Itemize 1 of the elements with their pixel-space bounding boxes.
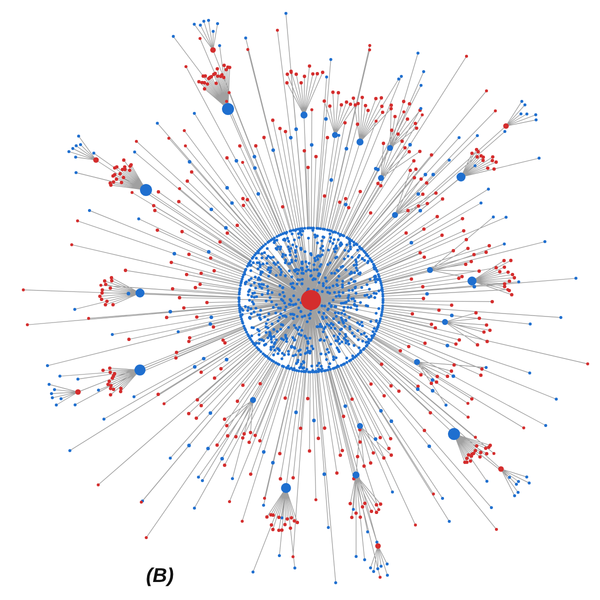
panel-label: (B) bbox=[146, 565, 174, 588]
